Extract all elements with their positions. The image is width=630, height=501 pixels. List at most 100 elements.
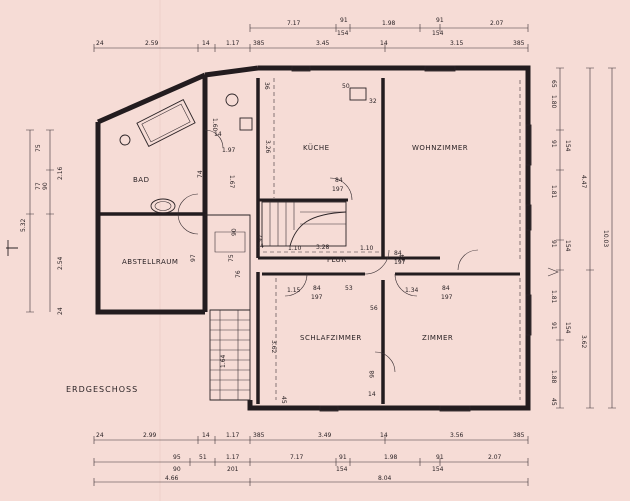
room-label-wohnzimmer: WOHNZIMMER (412, 144, 468, 152)
dim-label: 51 (199, 454, 207, 461)
dim-label: 385 (253, 432, 265, 439)
dim-label: 24 (96, 432, 104, 439)
bottom-dimensions-row-3: 4.66 8.04 (165, 475, 392, 482)
dim-label: 1.15 (287, 287, 301, 294)
room-label-zimmer: ZIMMER (422, 334, 453, 342)
dim-label: 91 (340, 17, 348, 24)
dim-label: 14 (368, 391, 376, 398)
dim-label: 36 (263, 82, 270, 90)
dim-label: 50 (342, 83, 350, 90)
dim-label: 97 (190, 254, 197, 262)
right-dimensions: 65 1.80 91 154 4.47 1.81 91 154 1.81 91 … (550, 80, 609, 406)
dim-label: 74 (197, 170, 204, 178)
room-label-flur: FLUR (327, 256, 347, 264)
dim-label: 14 (380, 432, 388, 439)
dimension-lines (6, 24, 616, 486)
dim-label: 14 (202, 40, 210, 47)
dim-label: 91 (436, 17, 444, 24)
dim-label: 91 (550, 140, 557, 148)
dim-label: 3.26 (264, 140, 271, 154)
dim-label: 8.04 (378, 475, 392, 482)
dim-label: 3.56 (450, 432, 464, 439)
dim-label: 24 (57, 307, 64, 315)
dim-label: 197 (311, 294, 323, 301)
dim-label: 65 (550, 80, 557, 88)
dim-label: 1.17 (226, 454, 240, 461)
dim-label: 75 (228, 254, 235, 262)
top-dimensions-row-1: 7.17 91 154 1.98 91 154 2.07 (287, 17, 504, 37)
dim-label: 3.62 (580, 335, 587, 349)
top-dimensions-row-2: 24 2.59 14 1.17 385 3.45 14 3.15 385 (96, 40, 525, 47)
dim-label: 154 (432, 30, 444, 37)
dim-label: 3.15 (450, 40, 464, 47)
dim-label: 385 (513, 40, 525, 47)
dim-label: 1.10 (288, 245, 302, 252)
dim-label: 77 (35, 182, 42, 190)
room-label-kueche: KÜCHE (303, 143, 330, 152)
dim-label: 91 (436, 454, 444, 461)
dim-label: 84 (313, 285, 321, 292)
dim-label: 84 (442, 285, 450, 292)
dim-label: 1.10 (360, 245, 374, 252)
dim-label: 2.99 (143, 432, 157, 439)
dim-label: 75 (35, 144, 42, 152)
dim-label: 1.98 (382, 20, 396, 27)
dim-label: 154 (564, 140, 571, 152)
dim-label: 7.17 (287, 20, 301, 27)
dim-label: 3.45 (316, 40, 330, 47)
dim-label: 154 (337, 30, 349, 37)
dim-label: 95 (173, 454, 181, 461)
dim-label: 14 (380, 40, 388, 47)
dim-label: 32 (369, 98, 377, 105)
dim-label: 90 (42, 182, 49, 190)
room-label-abstellraum: ABSTELLRAUM (122, 258, 178, 266)
dim-label: 2.16 (57, 166, 64, 180)
dim-label: 24 (399, 254, 406, 262)
dim-label: 45 (550, 398, 557, 406)
dim-label: 385 (253, 40, 265, 47)
dim-label: 1.81 (550, 185, 557, 199)
dim-label: 45 (280, 396, 287, 404)
outer-walls (95, 65, 531, 411)
detail-lines (119, 65, 559, 412)
interior-dimensions: 36 3.26 1.60 14 1.97 1.67 50 32 84 197 9… (190, 82, 453, 404)
dim-label: 10.03 (602, 230, 609, 247)
dim-label: 1.64 (220, 354, 227, 368)
dim-label: 1.17 (226, 432, 240, 439)
dim-label: 91 (550, 240, 557, 248)
dim-label: 1.34 (405, 287, 419, 294)
dim-label: 4.66 (165, 475, 179, 482)
dim-label: 98 (369, 370, 376, 378)
drawing-title: ERDGESCHOSS (66, 385, 138, 394)
dim-label: 1.80 (550, 95, 557, 109)
dim-label: 1.98 (384, 454, 398, 461)
dim-label: 84 (335, 177, 343, 184)
dim-label: 1.81 (550, 290, 557, 304)
dim-label: 2.07 (490, 20, 504, 27)
dim-label: 14 (202, 432, 210, 439)
dim-label: 1.17 (226, 40, 240, 47)
dim-label: 3.62 (270, 340, 277, 354)
dim-label: 1.67 (228, 175, 235, 189)
dim-label: 154 (564, 240, 571, 252)
dim-label: 154 (564, 322, 571, 334)
dim-label: 1.60 (211, 118, 218, 132)
dim-label: 90 (231, 228, 238, 236)
dim-label: 3.49 (318, 432, 332, 439)
dim-label: 53 (345, 285, 353, 292)
dim-label: 201 (227, 466, 239, 473)
dim-label: 2.59 (145, 40, 159, 47)
dim-label: 7.17 (290, 454, 304, 461)
dim-label: 97 (257, 234, 264, 242)
dim-label: 24 (96, 40, 104, 47)
dim-label: 3.28 (316, 244, 330, 251)
dim-label: 4.47 (580, 175, 587, 189)
dim-label: 154 (336, 466, 348, 473)
room-label-schlafzimmer: SCHLAFZIMMER (300, 334, 362, 342)
dim-label: 154 (432, 466, 444, 473)
dim-label: 1.88 (550, 370, 557, 384)
dim-label: 197 (332, 186, 344, 193)
dim-label: 5.32 (20, 218, 27, 232)
